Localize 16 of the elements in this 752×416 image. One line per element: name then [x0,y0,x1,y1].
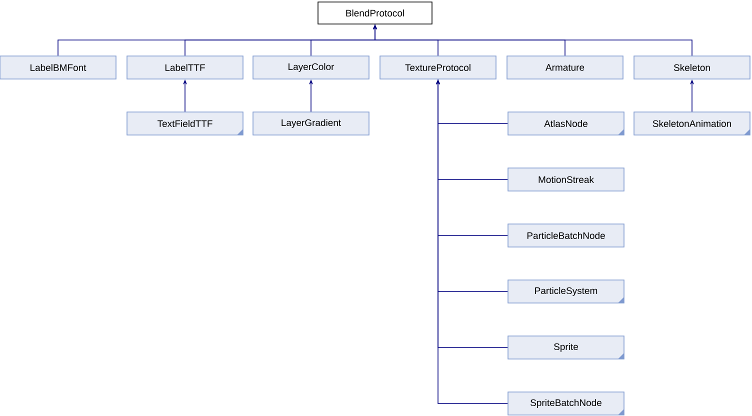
class-box: LayerGradient [252,112,370,136]
class-box: Sprite [508,336,624,360]
class-box: SkeletonAnimation [634,112,750,136]
class-box: TextureProtocol [380,56,496,80]
class-box: Armature [506,56,624,80]
class-box: LabelBMFont [0,56,116,80]
class-box: ParticleBatchNode [508,224,624,248]
class-box: LabelTTF [126,56,244,80]
class-box: ParticleSystem [508,280,624,304]
class-box: LayerColor [252,56,370,80]
class-box: TextFieldTTF [126,112,244,136]
class-box: Skeleton [634,56,750,80]
class-box: BlendProtocol [318,2,432,24]
class-box: MotionStreak [508,168,624,192]
class-box: AtlasNode [508,112,624,136]
class-box: SpriteBatchNode [508,392,624,416]
